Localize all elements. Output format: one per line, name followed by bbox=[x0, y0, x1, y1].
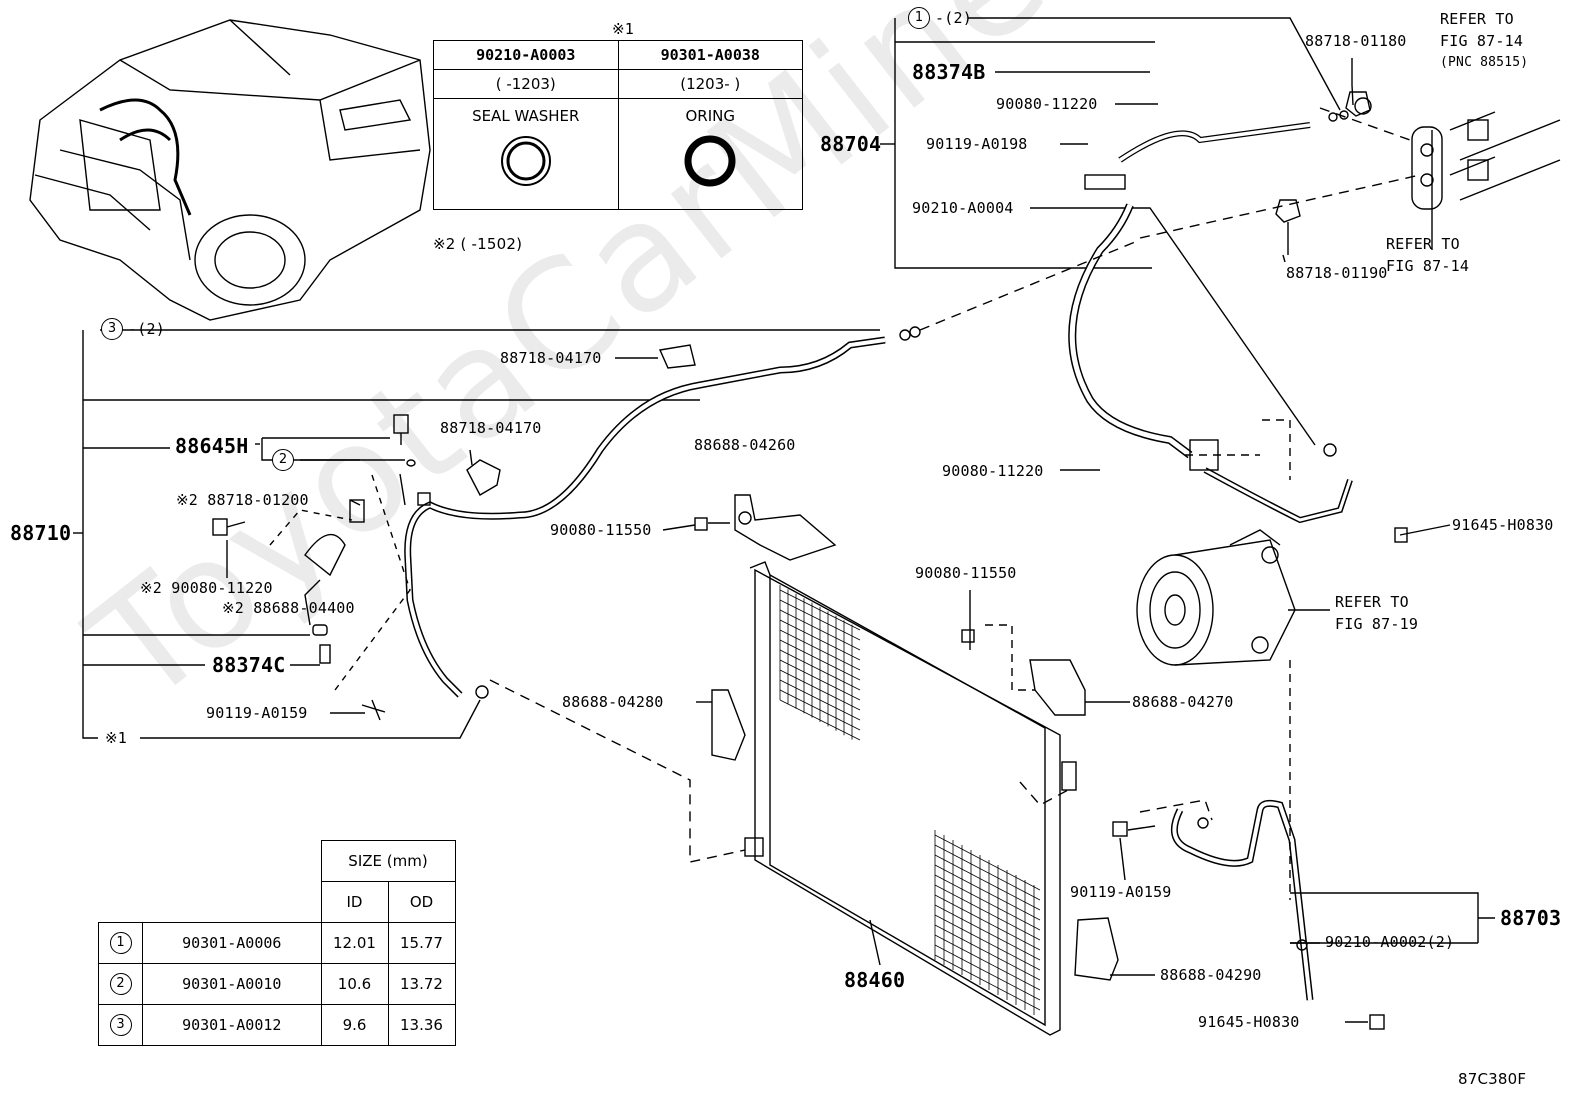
washer-col1-range: ( -1203) bbox=[433, 69, 619, 99]
table-row: 1 90301-A0006 12.01 15.77 bbox=[98, 922, 456, 964]
refer-87-19-line1: REFER TO bbox=[1335, 593, 1409, 611]
size-row-id: 9.6 bbox=[320, 1004, 389, 1046]
part-90119-a0198: 90119-A0198 bbox=[926, 135, 1028, 153]
washer-col2-part: 90301-A0038 bbox=[617, 40, 803, 70]
mark-1-icon: 1 bbox=[109, 932, 132, 954]
oring-icon bbox=[684, 135, 736, 187]
refer-87-14-top-line3: (PNC 88515) bbox=[1440, 55, 1529, 70]
part-88718-04170-b: 88718-04170 bbox=[440, 419, 542, 437]
mark-1-icon: 1 bbox=[908, 7, 930, 29]
size-row-od: 15.77 bbox=[387, 922, 456, 964]
oring-label: ORING bbox=[685, 107, 736, 125]
size-table: SIZE (mm) ID OD 1 90301-A0006 12.01 15.7… bbox=[98, 840, 456, 1046]
part-88718-04170-a: 88718-04170 bbox=[500, 349, 602, 367]
size-header: SIZE (mm) bbox=[320, 840, 456, 882]
part-90119-a0159-a: 90119-A0159 bbox=[206, 704, 308, 722]
size-row-od: 13.36 bbox=[387, 1004, 456, 1046]
refer-87-19-line2: FIG 87-19 bbox=[1335, 615, 1419, 633]
ref-1-mark: ※1 bbox=[105, 729, 127, 747]
refer-87-14-mid-line1: REFER TO bbox=[1386, 235, 1460, 253]
mark-3-qty: -(2) bbox=[128, 320, 165, 338]
note-2: ※2 ( -1502) bbox=[433, 235, 523, 253]
part-88460: 88460 bbox=[844, 968, 906, 992]
size-row-id: 10.6 bbox=[320, 963, 389, 1005]
figure-code: 87C380F bbox=[1458, 1070, 1527, 1088]
part-88718-01180: 88718-01180 bbox=[1305, 32, 1407, 50]
part-88710: 88710 bbox=[10, 521, 72, 545]
part-88688-04270: 88688-04270 bbox=[1132, 693, 1234, 711]
part-88688-04290: 88688-04290 bbox=[1160, 966, 1262, 984]
size-table-blank bbox=[99, 841, 143, 882]
size-row-id: 12.01 bbox=[320, 922, 389, 964]
mark-2-icon: 2 bbox=[272, 449, 294, 471]
size-table-blank bbox=[99, 882, 143, 923]
size-row-od: 13.72 bbox=[387, 963, 456, 1005]
part-90119-a0159-b: 90119-A0159 bbox=[1070, 883, 1172, 901]
part-90210-a0004: 90210-A0004 bbox=[912, 199, 1014, 217]
compressor-drawing bbox=[1136, 529, 1296, 666]
washer-col2-range: (1203- ) bbox=[617, 69, 803, 99]
part-88718-01190: 88718-01190 bbox=[1286, 264, 1388, 282]
part-90210-a0002: 90210-A0002(2) bbox=[1325, 933, 1455, 951]
part-88374b: 88374B bbox=[912, 60, 986, 84]
part-90080-11220-top: 90080-11220 bbox=[996, 95, 1098, 113]
washer-table: 90210-A0003 90301-A0038 ( -1203) (1203- … bbox=[433, 40, 803, 210]
washer-col1-part: 90210-A0003 bbox=[433, 40, 619, 70]
part-88703: 88703 bbox=[1500, 906, 1562, 930]
oring-cell: ORING bbox=[617, 98, 803, 210]
seal-washer-icon bbox=[500, 136, 551, 186]
mark-3-icon: 3 bbox=[101, 318, 123, 340]
part-88645h: 88645H bbox=[175, 434, 249, 458]
size-row-part: 90301-A0006 bbox=[142, 922, 322, 964]
size-table-blank bbox=[143, 841, 322, 882]
condenser-drawing bbox=[744, 561, 1061, 1036]
refer-87-14-top-line1: REFER TO bbox=[1440, 10, 1514, 28]
mark-3-icon: 3 bbox=[109, 1014, 132, 1036]
refer-87-14-top-line2: FIG 87-14 bbox=[1440, 32, 1524, 50]
part-90080-11550-b: 90080-11550 bbox=[915, 564, 1017, 582]
seal-washer-cell: SEAL WASHER bbox=[433, 98, 619, 210]
part-88704: 88704 bbox=[820, 132, 882, 156]
table-row: 2 90301-A0010 10.6 13.72 bbox=[98, 963, 456, 1005]
part-88688-04280: 88688-04280 bbox=[562, 693, 664, 711]
part-88688-04260: 88688-04260 bbox=[694, 436, 796, 454]
part-91645-h0830-b: 91645-H0830 bbox=[1198, 1013, 1300, 1031]
seal-washer-label: SEAL WASHER bbox=[472, 107, 580, 125]
table-row: 3 90301-A0012 9.6 13.36 bbox=[98, 1004, 456, 1046]
part-90080-11220-low: ※2 90080-11220 bbox=[140, 579, 273, 597]
part-88688-04400: ※2 88688-04400 bbox=[222, 599, 355, 617]
size-row-part: 90301-A0012 bbox=[142, 1004, 322, 1046]
mark-1-qty: -(2) bbox=[935, 9, 972, 27]
refer-87-14-mid-line2: FIG 87-14 bbox=[1386, 257, 1470, 275]
part-88374c: 88374C bbox=[212, 653, 286, 677]
washer-table-ref: ※1 bbox=[612, 20, 634, 38]
part-91645-h0830-a: 91645-H0830 bbox=[1452, 516, 1554, 534]
size-row-part: 90301-A0010 bbox=[142, 963, 322, 1005]
size-col-od: OD bbox=[387, 881, 456, 923]
part-90080-11550-a: 90080-11550 bbox=[550, 521, 652, 539]
part-88718-01200: ※2 88718-01200 bbox=[176, 491, 309, 509]
vehicle-illustration bbox=[29, 19, 431, 321]
size-table-blank bbox=[143, 882, 322, 923]
size-col-id: ID bbox=[320, 881, 389, 923]
mark-2-icon: 2 bbox=[109, 973, 132, 995]
part-90080-11220-mid: 90080-11220 bbox=[942, 462, 1044, 480]
